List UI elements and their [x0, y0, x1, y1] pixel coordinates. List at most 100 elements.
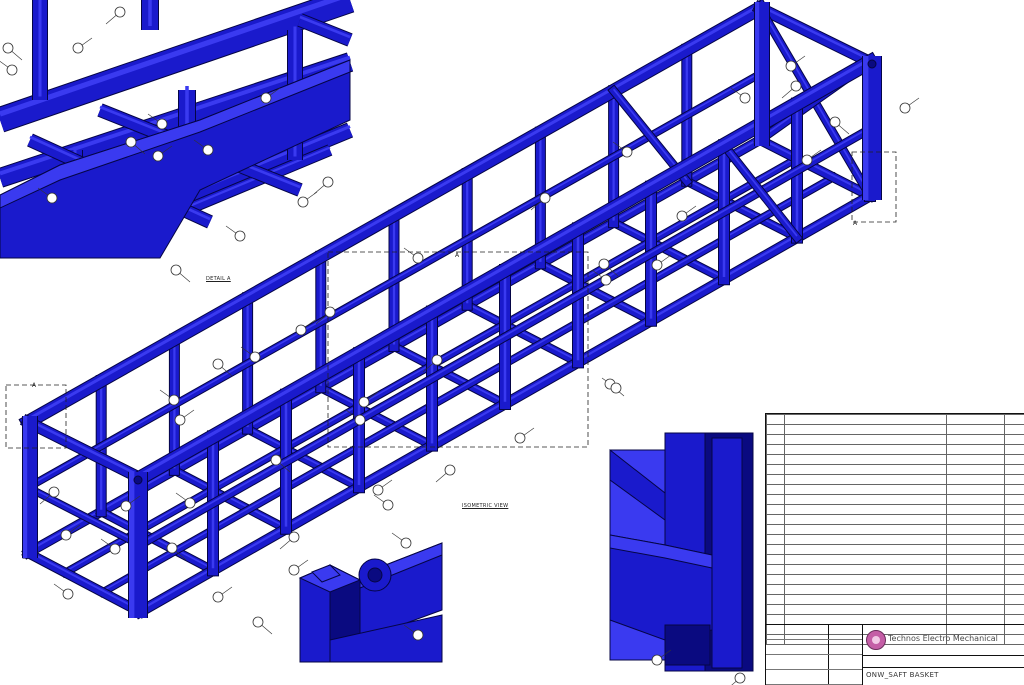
isometric-view-label: ISOMETRIC VIEW: [462, 503, 509, 509]
item-balloon: [120, 500, 132, 512]
bom-cell: [1003, 524, 1024, 535]
floor-cross-member: [462, 300, 583, 368]
bom-cell: [945, 514, 1005, 525]
end-mid-left: [23, 483, 145, 550]
item-balloon: [168, 394, 180, 406]
rail-front-middle-highlight: [139, 126, 871, 545]
item-balloon: [354, 414, 366, 426]
bom-cell: [945, 434, 1005, 445]
item-balloon: [174, 414, 186, 426]
bom-cell: [1003, 504, 1024, 515]
bom-row: [766, 534, 1024, 545]
bom-cell: [766, 594, 785, 605]
item-balloon: [156, 118, 168, 130]
item-balloon: [288, 531, 300, 543]
item-balloon: [322, 176, 334, 188]
item-balloon: [166, 542, 178, 554]
item-balloon: [790, 80, 802, 92]
item-balloon: [801, 154, 813, 166]
bom-row: [766, 454, 1024, 465]
floor-cross-member: [169, 465, 291, 534]
bom-row: [766, 464, 1024, 475]
detail-boundary-right: [851, 151, 897, 223]
bom-cell: [783, 534, 947, 545]
bom-row: [766, 474, 1024, 485]
bom-row: [766, 614, 1024, 625]
bom-cell: [783, 524, 947, 535]
bom-cell: [945, 484, 1005, 495]
bom-row: [766, 594, 1024, 605]
bom-cell: [783, 574, 947, 585]
item-balloon: [297, 196, 309, 208]
item-balloon: [260, 92, 272, 104]
rail-front-top: [131, 53, 879, 487]
floor-cross-member-highlight: [686, 178, 798, 237]
bom-cell: [783, 554, 947, 565]
bom-row: [766, 544, 1024, 555]
item-balloon: [234, 230, 246, 242]
bom-cell: [766, 614, 785, 625]
bom-cell: [783, 424, 947, 435]
bom-row: [766, 424, 1024, 435]
item-balloon: [46, 192, 58, 204]
bom-cell: [766, 414, 785, 425]
bom-cell: [783, 464, 947, 475]
bom-row: [766, 524, 1024, 535]
bom-cell: [945, 504, 1005, 515]
item-balloon: [125, 136, 137, 148]
corner-post-foot: [664, 624, 711, 666]
bom-cell: [945, 604, 1005, 615]
front-diagonal-brace-highlight: [723, 143, 798, 237]
callout-a-top-right: A: [853, 220, 858, 227]
item-balloon: [6, 64, 18, 76]
bom-cell: [766, 434, 785, 445]
bom-cell: [783, 514, 947, 525]
bom-cell: [766, 564, 785, 575]
item-balloon: [539, 192, 551, 204]
bom-cell: [945, 594, 1005, 605]
bom-cell: [1003, 474, 1024, 485]
bom-cell: [766, 574, 785, 585]
item-balloon: [170, 264, 182, 276]
item-balloon: [2, 42, 14, 54]
bom-cell: [783, 504, 947, 515]
item-balloon: [152, 150, 164, 162]
bom-cell: [945, 584, 1005, 595]
bom-row: [766, 444, 1024, 455]
item-balloon: [295, 324, 307, 336]
floor-cross-member: [535, 259, 656, 326]
item-balloon: [202, 144, 214, 156]
bom-cell: [1003, 444, 1024, 455]
bom-cell: [766, 474, 785, 485]
item-balloon: [358, 396, 370, 408]
end-plate-right-front-highlight: [863, 56, 869, 200]
corner-brace-upper: [609, 448, 666, 521]
item-balloon: [382, 499, 394, 511]
item-balloon: [62, 588, 74, 600]
callout-a-left: A: [32, 382, 37, 389]
item-balloon: [444, 464, 456, 476]
bom-cell: [766, 504, 785, 515]
bom-cell: [1003, 484, 1024, 495]
bom-cell: [945, 544, 1005, 555]
bom-cell: [945, 494, 1005, 505]
bom-row: [766, 494, 1024, 505]
rail-back-middle: [23, 69, 765, 492]
title-block-dates: [828, 625, 863, 685]
bom-cell: [1003, 514, 1024, 525]
detail-boundary-left: [5, 384, 67, 449]
floor-cross-member: [242, 424, 364, 492]
item-balloon: [651, 259, 663, 271]
bom-cell: [1003, 554, 1024, 565]
title-block: Technos Electro Mechanical ONW_SAFT BASK…: [765, 413, 1024, 685]
corner-crossbar-top: [609, 534, 713, 569]
item-balloon: [114, 6, 126, 18]
item-balloon: [400, 537, 412, 549]
floor-stringer-highlight: [102, 175, 834, 592]
bom-cell: [766, 544, 785, 555]
bom-cell: [783, 604, 947, 615]
bom-row: [766, 514, 1024, 525]
drawing-title: ONW_SAFT BASKET: [866, 671, 939, 679]
item-balloon: [212, 591, 224, 603]
